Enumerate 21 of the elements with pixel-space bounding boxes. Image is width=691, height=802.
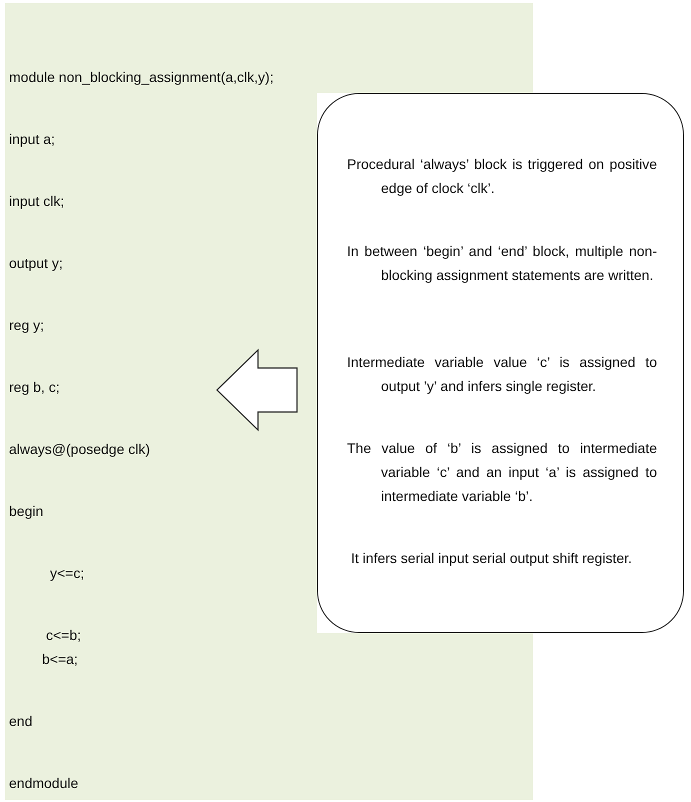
code-line: begin <box>9 502 44 520</box>
block-arrow <box>216 348 298 432</box>
note-paragraph: In between ‘begin’ and ‘end’ block, multiple non-blocking assignment statements are written. <box>347 242 657 285</box>
code-line: endmodule <box>9 774 78 792</box>
code-line: c<=b; <box>46 626 82 644</box>
code-line: module non_blocking_assignment(a,clk,y); <box>9 68 274 86</box>
note-paragraph: Intermediate variable value ‘c’ is assigned to output ’y’ and infers single register. <box>347 353 657 396</box>
note-paragraph: Procedural ‘always’ block is triggered on positive edge of clock ‘clk’. <box>347 155 657 198</box>
code-line: end <box>9 712 32 730</box>
code-line: reg y; <box>9 316 44 334</box>
code-line: b<=a; <box>42 650 78 668</box>
note-paragraph: It infers serial input serial output shift register. <box>351 549 633 568</box>
code-line: y<=c; <box>50 564 84 582</box>
code-line: output y; <box>9 254 63 272</box>
note-paragraph: The value of ‘b’ is assigned to intermediate variable ‘c’ and an input ‘a’ is assigned to intermediate variable ‘b’. <box>347 439 657 506</box>
code-line: input clk; <box>9 192 64 210</box>
code-line: input a; <box>9 130 55 148</box>
code-line: always@(posedge clk) <box>9 440 150 458</box>
note-box <box>317 93 684 633</box>
code-line: reg b, c; <box>9 378 60 396</box>
code-panel <box>5 3 317 800</box>
